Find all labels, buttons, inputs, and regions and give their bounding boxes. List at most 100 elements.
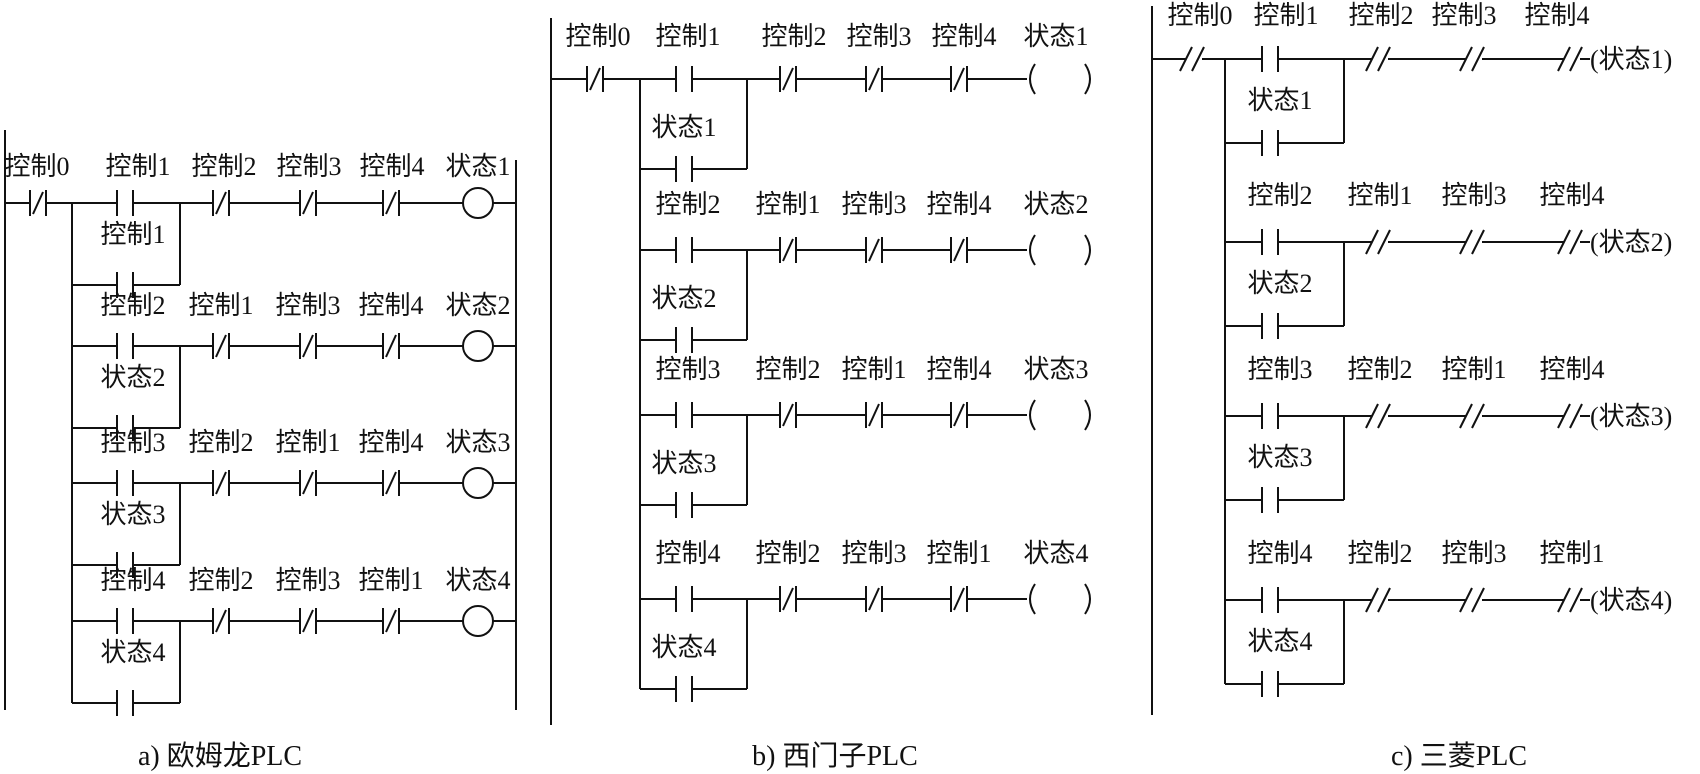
header-label: 控制0 (565, 22, 630, 51)
interlock-label: 控制4 (1539, 355, 1604, 384)
main-no-contact (1261, 587, 1279, 613)
coil-label: 状态3 (445, 428, 510, 457)
interlock-nc-contact (382, 470, 400, 496)
interlock-nc-contact (865, 586, 883, 612)
interlock-nc-contact (382, 190, 400, 216)
interlock-nc-contact (1557, 403, 1583, 429)
main-no-contact (1261, 403, 1279, 429)
interlock-label: 控制1 (275, 428, 340, 457)
interlock-label: 控制3 (841, 539, 906, 568)
main-contact-label: 控制3 (655, 355, 720, 384)
output-coil (462, 605, 494, 637)
interlock-nc-contact (212, 470, 230, 496)
main-contact-label: 控制3 (100, 428, 165, 457)
interlock-label: 控制1 (755, 190, 820, 219)
interlock-label: 控制4 (926, 190, 991, 219)
seal-contact-label: 状态3 (1247, 443, 1312, 472)
interlock-nc-contact (299, 190, 317, 216)
interlock-label: 控制2 (755, 355, 820, 384)
panel-caption: b) 西门子PLC (752, 740, 918, 772)
output-coil-label: (状态1) (1590, 45, 1672, 74)
interlock-label: 控制3 (841, 190, 906, 219)
coil-label: 状态4 (445, 566, 510, 595)
header-label: 状态1 (1023, 22, 1088, 51)
output-coil (462, 467, 494, 499)
rung-1: 状态1 (640, 63, 1091, 182)
coil-label: 状态4 (1023, 539, 1088, 568)
interlock-nc-contact (382, 608, 400, 634)
seal-contact-label: 状态4 (100, 638, 165, 667)
interlock-nc-contact (950, 586, 968, 612)
interlock-nc-contact (1365, 587, 1391, 613)
interlock-nc-contact (1459, 403, 1485, 429)
header-label: 控制1 (105, 152, 170, 181)
seal-no-contact (675, 156, 693, 182)
interlock-nc-contact (1459, 46, 1485, 72)
main-contact-label: 控制2 (100, 291, 165, 320)
main-no-contact (116, 470, 134, 496)
header-label: 控制0 (4, 152, 69, 181)
output-coil-label: (状态4) (1590, 586, 1672, 615)
coil-label: 状态3 (1023, 355, 1088, 384)
main-contact-label: 控制3 (1247, 355, 1312, 384)
interlock-label: 控制3 (1441, 181, 1506, 210)
interlock-label: 控制1 (1347, 181, 1412, 210)
interlock-nc-contact (1557, 46, 1583, 72)
seal-no-contact (1261, 487, 1279, 513)
rung-1: 控制1 (72, 187, 516, 298)
interlock-label: 控制2 (1347, 355, 1412, 384)
output-coil (1029, 583, 1091, 615)
header-label: 控制2 (761, 22, 826, 51)
interlock-nc-contact (779, 66, 797, 92)
main-contact-label: 控制2 (1247, 181, 1312, 210)
seal-no-contact (1261, 313, 1279, 339)
main-no-contact (116, 333, 134, 359)
interlock-label: 控制1 (926, 539, 991, 568)
main-contact-label: 控制4 (655, 539, 720, 568)
interlock-nc-contact (299, 608, 317, 634)
coil-label: 状态2 (1023, 190, 1088, 219)
seal-no-contact (675, 676, 693, 702)
panel-caption: c) 三菱PLC (1391, 740, 1527, 772)
interlock-label: 控制2 (188, 566, 253, 595)
header-label: 控制2 (1348, 1, 1413, 30)
interlock-nc-contact (865, 237, 883, 263)
seal-no-contact (675, 492, 693, 518)
interlock-nc-contact (1459, 587, 1485, 613)
output-coil (462, 187, 494, 219)
main-no-contact (675, 402, 693, 428)
main-no-contact (116, 190, 134, 216)
interlock-label: 控制2 (755, 539, 820, 568)
seal-no-contact (675, 327, 693, 353)
seal-no-contact (1261, 671, 1279, 697)
interlock-nc-contact (212, 608, 230, 634)
interlock-label: 控制1 (358, 566, 423, 595)
interlock-nc-contact (779, 237, 797, 263)
interlock-nc-contact (1365, 229, 1391, 255)
header-label: 控制1 (655, 22, 720, 51)
main-no-contact (1261, 229, 1279, 255)
interlock-nc-contact (1365, 46, 1391, 72)
interlock-nc-contact (1557, 587, 1583, 613)
seal-contact-label: 控制1 (100, 220, 165, 249)
master-nc-contact (29, 190, 47, 216)
main-no-contact (675, 237, 693, 263)
interlock-nc-contact (299, 333, 317, 359)
main-contact-label: 控制2 (655, 190, 720, 219)
output-coil (462, 330, 494, 362)
interlock-nc-contact (950, 237, 968, 263)
interlock-nc-contact (1365, 403, 1391, 429)
interlock-nc-contact (299, 470, 317, 496)
header-label: 控制3 (1431, 1, 1496, 30)
header-label: 控制1 (1253, 1, 1318, 30)
interlock-nc-contact (1557, 229, 1583, 255)
header-label: 控制4 (931, 22, 996, 51)
